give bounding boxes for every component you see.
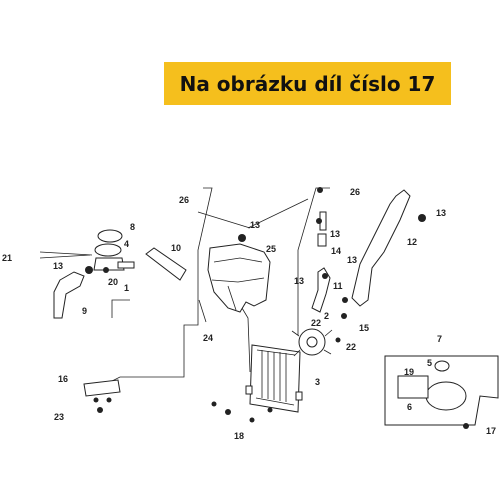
label-13-reservoir: 13 [250,220,260,230]
label-10: 10 [171,243,181,253]
label-5: 5 [427,358,432,368]
label-11: 11 [333,281,343,291]
label-12: 12 [407,237,417,247]
banner-text: Na obrázku díl číslo 17 [179,71,436,96]
bolt-markers [85,187,469,429]
label-1: 1 [124,283,129,293]
upper-hose [351,189,411,307]
label-15: 15 [359,323,369,333]
label-26-right: 26 [350,187,360,197]
label-21: 21 [2,253,12,263]
label-3: 3 [315,377,320,387]
bypass-hose [145,247,187,281]
filler-cap-assembly [93,229,135,271]
label-16: 16 [58,374,68,384]
label-26-left: 26 [179,195,189,205]
label-20: 20 [108,277,118,287]
label-6: 6 [407,402,412,412]
label-18: 18 [234,431,244,441]
label-24: 24 [203,333,213,343]
label-17: 17 [486,426,496,436]
label-14: 14 [331,246,341,256]
callout-labels: 1 2 3 4 5 6 7 8 9 10 11 12 13 13 13 13 1… [2,187,496,441]
middle-hose [311,267,331,313]
thermostat-housing [317,211,327,247]
label-7: 7 [437,334,442,344]
detail-inset [384,355,499,426]
label-8: 8 [130,222,135,232]
label-13-middle: 13 [294,276,304,286]
label-4: 4 [124,239,129,249]
part-number-banner: Na obrázku díl číslo 17 [164,62,451,105]
label-23: 23 [54,412,64,422]
label-25: 25 [266,244,276,254]
label-19: 19 [404,367,414,377]
lower-left-hose [53,271,85,319]
mounting-bracket [83,379,121,397]
label-22-upper: 22 [311,318,321,328]
radiator [245,344,303,413]
label-22-lower: 22 [346,342,356,352]
label-13-cap: 13 [53,261,63,271]
label-13-hose-top: 13 [436,208,446,218]
reservoir-tank [207,243,271,313]
label-13-right: 13 [347,255,357,265]
label-2: 2 [324,311,329,321]
cooling-fan [291,328,333,357]
label-9: 9 [82,306,87,316]
label-13-thermostat: 13 [330,229,340,239]
